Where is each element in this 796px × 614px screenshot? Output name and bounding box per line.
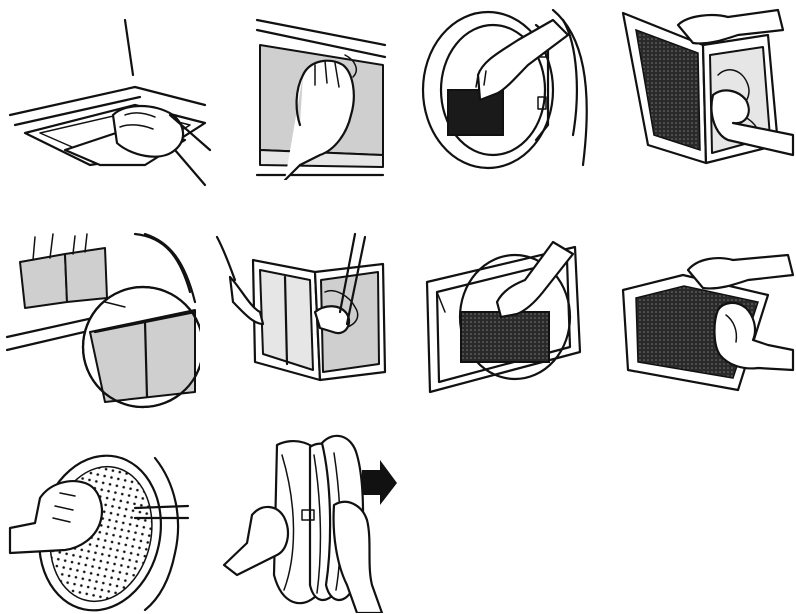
step-9-illustration	[5, 438, 190, 613]
step-5-illustration	[5, 232, 200, 412]
step-4-illustration	[618, 5, 796, 167]
step-3-illustration	[418, 5, 598, 170]
arrow-right-icon	[362, 460, 397, 505]
step-6-illustration	[215, 232, 395, 382]
step-8-illustration	[618, 250, 796, 400]
step-10-illustration	[222, 425, 407, 613]
step-2-illustration	[255, 15, 390, 180]
step-7-illustration	[425, 232, 590, 397]
step-1-illustration	[5, 15, 215, 205]
